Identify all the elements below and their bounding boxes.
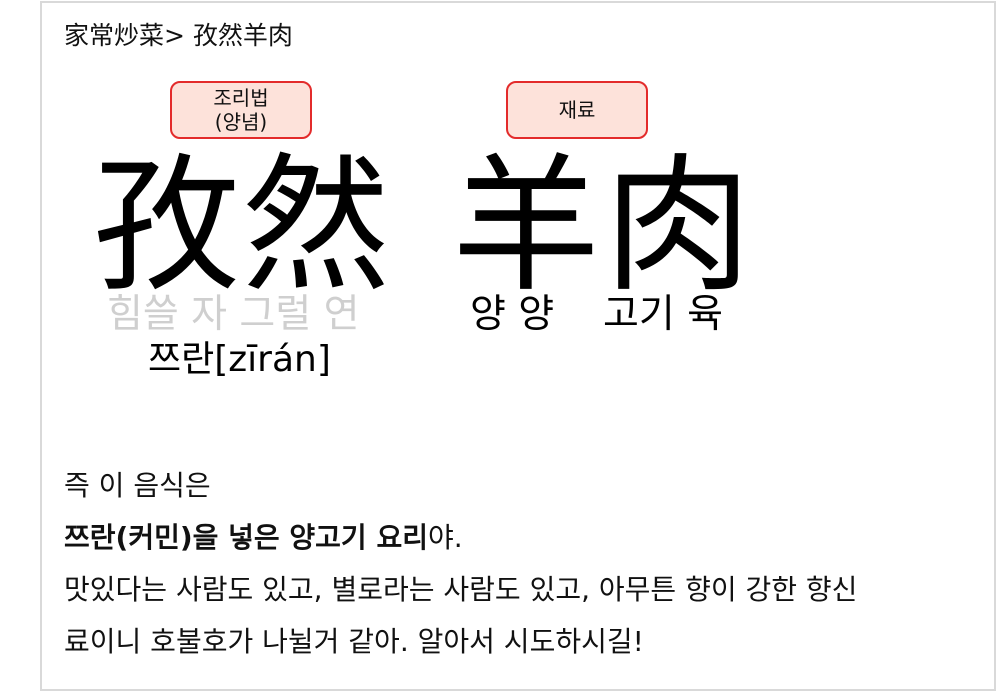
recipe-seasoning-tag: 조리법 (양념) xyxy=(170,81,312,139)
description: 즉 이 음식은 쯔란(커민)을 넣은 양고기 요리야. 맛있다는 사람도 있고,… xyxy=(64,460,974,668)
description-line-2-end: 야. xyxy=(427,521,463,554)
yang-korean-reading: 양 양 xyxy=(470,292,555,337)
title-seasoning-chars: 孜然 xyxy=(92,140,392,312)
description-line-1: 즉 이 음식은 xyxy=(64,469,211,502)
ingredient-tag-label: 재료 xyxy=(558,98,596,122)
seasoning-tag-label: (양념) xyxy=(214,110,268,134)
description-line-3: 맛있다는 사람도 있고, 별로라는 사람도 있고, 아무튼 향이 강한 향신 xyxy=(64,573,858,606)
seasoning-korean-reading: 힘쓸 자 그럴 연 xyxy=(107,292,360,337)
meat-korean-reading: 고기 육 xyxy=(603,292,724,337)
description-line-4: 료이니 호불호가 나뉠거 같아. 알아서 시도하시길! xyxy=(64,625,644,658)
description-line-2: 쯔란(커민)을 넣은 양고기 요리야. xyxy=(64,512,974,564)
recipe-tag-label: 조리법 xyxy=(213,86,269,110)
breadcrumb: 家常炒菜> 孜然羊肉 xyxy=(64,21,293,50)
highlight-dish-name: 쯔란(커민)을 넣은 양고기 요리 xyxy=(64,521,428,554)
pinyin-reading: 쯔란[zīrán] xyxy=(148,339,331,380)
ingredient-tag: 재료 xyxy=(506,81,648,139)
title-meat-chars: 羊肉 xyxy=(452,140,756,312)
